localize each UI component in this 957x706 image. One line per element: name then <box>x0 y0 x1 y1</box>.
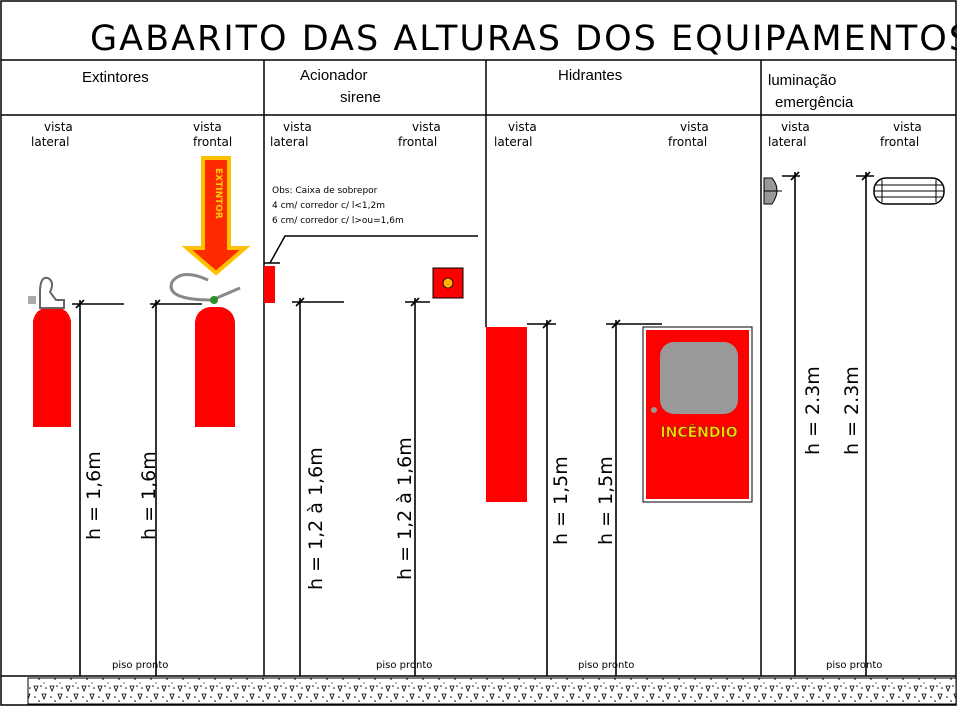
height-label-extintor-lateral: h = 1,6m <box>83 451 105 540</box>
height-label-iluminacao-lateral: h = 2.3m <box>802 366 824 455</box>
view-label-vista: vista <box>781 120 810 134</box>
view-label-frontal: frontal <box>668 135 707 149</box>
view-label-lateral: lateral <box>31 135 69 149</box>
view-label-lateral: lateral <box>270 135 308 149</box>
emergency-light-side-view <box>763 177 782 205</box>
obs-line-3: 6 cm/ corredor c/ l>ou=1,6m <box>272 216 404 226</box>
view-labels: vista lateral vista frontal vista latera… <box>31 120 922 149</box>
column-header-emergencia: emergência <box>775 94 854 111</box>
obs-line-2: 4 cm/ corredor c/ l<1,2m <box>272 201 385 211</box>
extinguisher-sign-text: EXTINTOR <box>213 168 223 219</box>
floor-labels: piso pronto piso pronto piso pronto piso… <box>112 660 882 671</box>
view-label-lateral: lateral <box>494 135 532 149</box>
cabinet-label: INCÊNDIO <box>660 424 737 441</box>
column-header-iluminacao: luminação <box>768 72 836 89</box>
floor-label: piso pronto <box>112 660 168 671</box>
column-header-extintores: Extintores <box>82 69 149 86</box>
page-title: GABARITO DAS ALTURAS DOS EQUIPAMENTOS <box>90 19 957 59</box>
dimension-lines-extintores <box>72 299 202 676</box>
height-label-iluminacao-frontal: h = 2.3m <box>841 366 863 455</box>
dimension-lines-iluminacao <box>782 171 874 676</box>
column-header-acionador: Acionador <box>300 67 368 84</box>
extinguisher-sign-arrow: EXTINTOR <box>181 156 251 276</box>
view-label-frontal: frontal <box>193 135 232 149</box>
height-label-extintor-frontal: h = 1,6m <box>138 451 160 540</box>
view-label-vista: vista <box>193 120 222 134</box>
height-label-hidrante-frontal: h = 1,5m <box>595 456 617 545</box>
extinguisher-side-view <box>28 276 71 427</box>
floor-label: piso pronto <box>376 660 432 671</box>
height-label-hidrante-lateral: h = 1,5m <box>550 456 572 545</box>
view-label-frontal: frontal <box>398 135 437 149</box>
view-label-vista: vista <box>283 120 312 134</box>
alarm-side-view <box>264 235 478 303</box>
hydrant-side-view <box>486 327 527 502</box>
view-label-vista: vista <box>44 120 73 134</box>
dimension-lines-hidrantes <box>527 319 662 676</box>
view-label-vista: vista <box>893 120 922 134</box>
floor-label: piso pronto <box>578 660 634 671</box>
view-label-vista: vista <box>508 120 537 134</box>
emergency-light-front-view <box>873 177 945 205</box>
obs-note: Obs: Caixa de sobrepor 4 cm/ corredor c/… <box>272 186 404 226</box>
view-label-vista: vista <box>412 120 441 134</box>
extinguisher-front-view <box>169 273 241 427</box>
floor-hatch <box>27 677 957 705</box>
column-header-sirene: sirene <box>340 89 381 106</box>
floor-label: piso pronto <box>826 660 882 671</box>
view-label-lateral: lateral <box>768 135 806 149</box>
height-label-acionador-lateral: h = 1,2 à 1,6m <box>305 447 327 590</box>
dimension-lines-acionador <box>292 297 430 676</box>
alarm-front-view <box>432 267 464 299</box>
height-label-acionador-frontal: h = 1,2 à 1,6m <box>394 437 416 580</box>
view-label-frontal: frontal <box>880 135 919 149</box>
view-label-vista: vista <box>680 120 709 134</box>
column-header-hidrantes: Hidrantes <box>558 67 622 84</box>
hydrant-cabinet-front-view: INCÊNDIO <box>642 326 753 503</box>
obs-line-1: Obs: Caixa de sobrepor <box>272 186 378 196</box>
